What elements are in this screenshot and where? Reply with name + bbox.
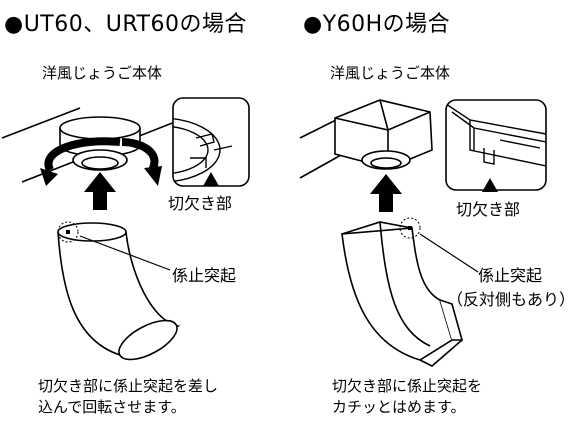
left-caption: 切欠き部に係止突起を差し 込んで回転させます。: [38, 377, 219, 416]
left-title: ●UT60、URT60の場合: [4, 12, 247, 37]
right-subtitle: 洋風じょうご本体: [330, 64, 451, 82]
right-protrusion-label: 係止突起: [478, 266, 543, 285]
left-protrusion-leader: [79, 235, 171, 271]
left-protrusion-marker: [57, 221, 79, 243]
left-elbow-pipe: [57, 222, 181, 361]
up-arrow-right-icon: [370, 174, 402, 212]
left-subtitle: 洋風じょうご本体: [42, 64, 163, 82]
right-notch-label: 切欠き部: [456, 200, 521, 219]
right-elbow-pipe: [341, 221, 464, 367]
right-protrusion-note: （反対側もあり）: [447, 290, 576, 309]
right-protrusion-leader: [419, 233, 479, 273]
right-caption: 切欠き部に係止突起を カチッとはめます。: [332, 377, 483, 416]
right-funnel-body: [299, 99, 433, 179]
right-protrusion-marker: [399, 217, 421, 239]
left-notch-label: 切欠き部: [168, 194, 233, 213]
right-notch-detail: [445, 99, 547, 192]
left-protrusion-label: 係止突起: [172, 266, 237, 285]
rotation-arrow-right-icon: [121, 138, 162, 186]
rotation-arrow-left-icon: [40, 137, 121, 186]
left-notch-detail: [172, 97, 250, 187]
right-title: ●Y60Hの場合: [303, 12, 451, 37]
up-arrow-left-icon: [84, 172, 116, 210]
